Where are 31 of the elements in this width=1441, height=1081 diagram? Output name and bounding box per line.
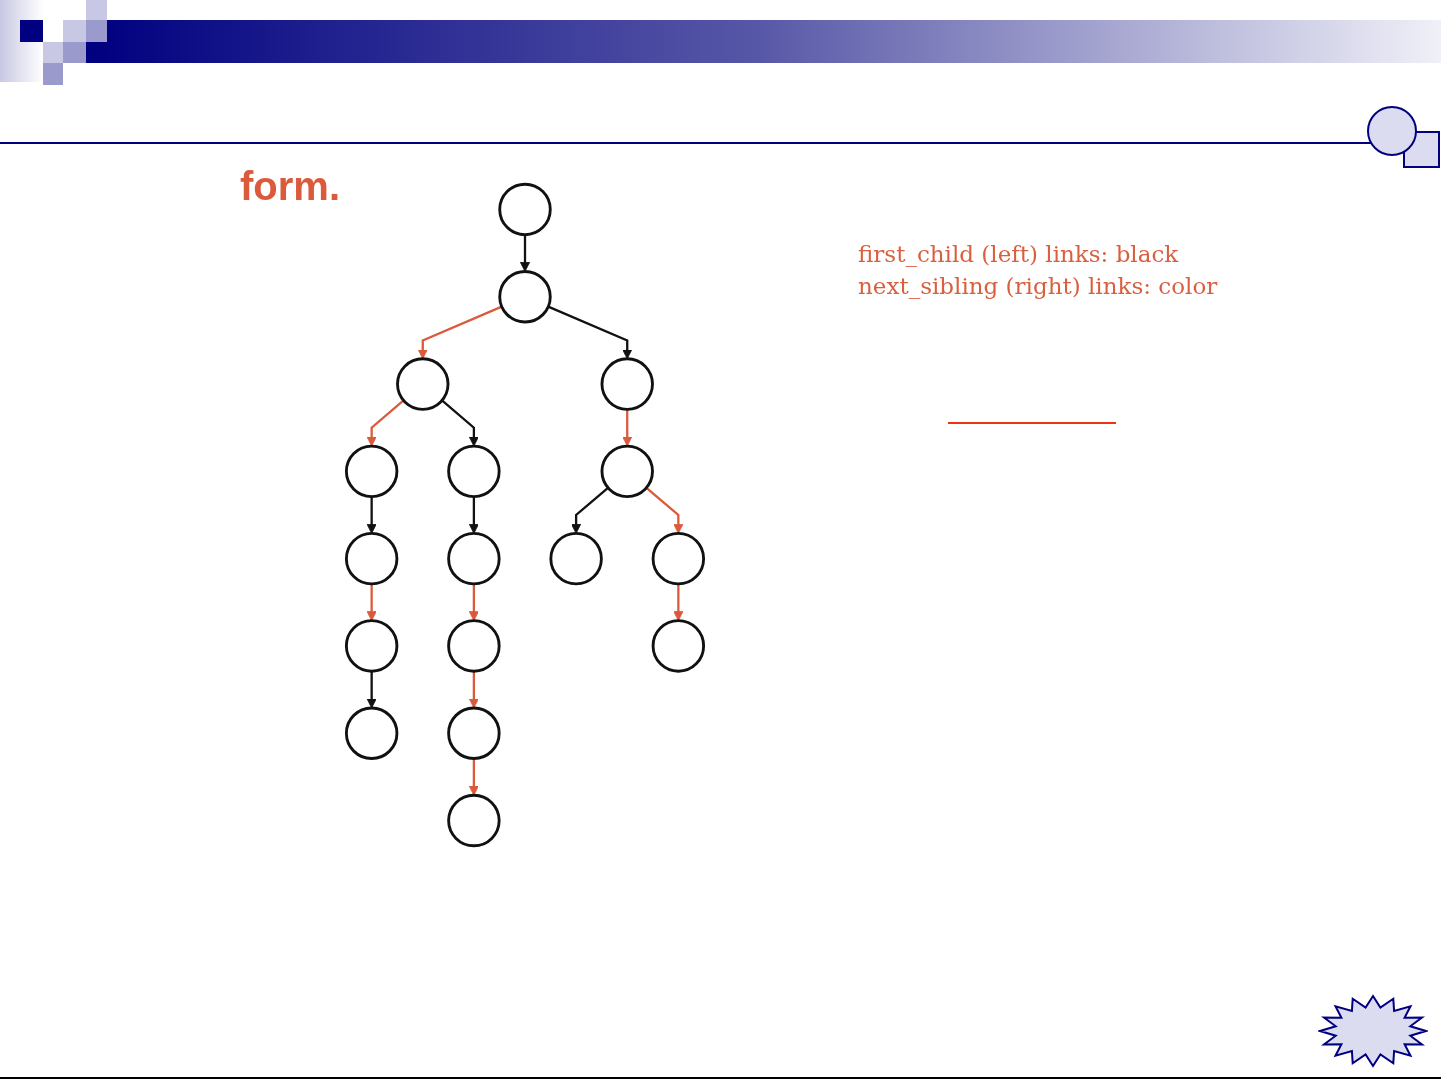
circle-node: [549, 531, 603, 586]
legend-note: first_child (left) links: black: [858, 240, 1179, 269]
circle-node: [344, 444, 399, 499]
circle-node: [344, 706, 399, 760]
arrow: [468, 758, 479, 796]
circle-node: [651, 531, 706, 586]
arrow: [571, 486, 609, 534]
circle-node: [396, 357, 450, 411]
circle-node: [600, 444, 654, 499]
arrow: [468, 671, 479, 709]
arrow: [366, 671, 377, 709]
circle-node: [447, 793, 501, 848]
arrow: [468, 496, 479, 534]
circle-node: [344, 619, 399, 673]
arrow: [519, 234, 531, 272]
circle-node: [600, 357, 654, 411]
legend-note: next_sibling (right) links: color: [858, 272, 1218, 301]
circle-node: [344, 531, 399, 586]
circle-node: [447, 619, 501, 673]
circle-node: [447, 706, 501, 760]
circle-node: [498, 182, 552, 237]
arrow: [441, 399, 479, 447]
arrow: [366, 399, 405, 447]
circle-node: [498, 270, 552, 324]
arrow: [366, 496, 377, 534]
arrow: [645, 486, 684, 534]
circle-node: [447, 444, 501, 499]
circle-node: [447, 531, 501, 586]
arrow: [622, 409, 633, 447]
heading-fragment: form.: [240, 166, 340, 206]
circle-node: [651, 619, 706, 673]
